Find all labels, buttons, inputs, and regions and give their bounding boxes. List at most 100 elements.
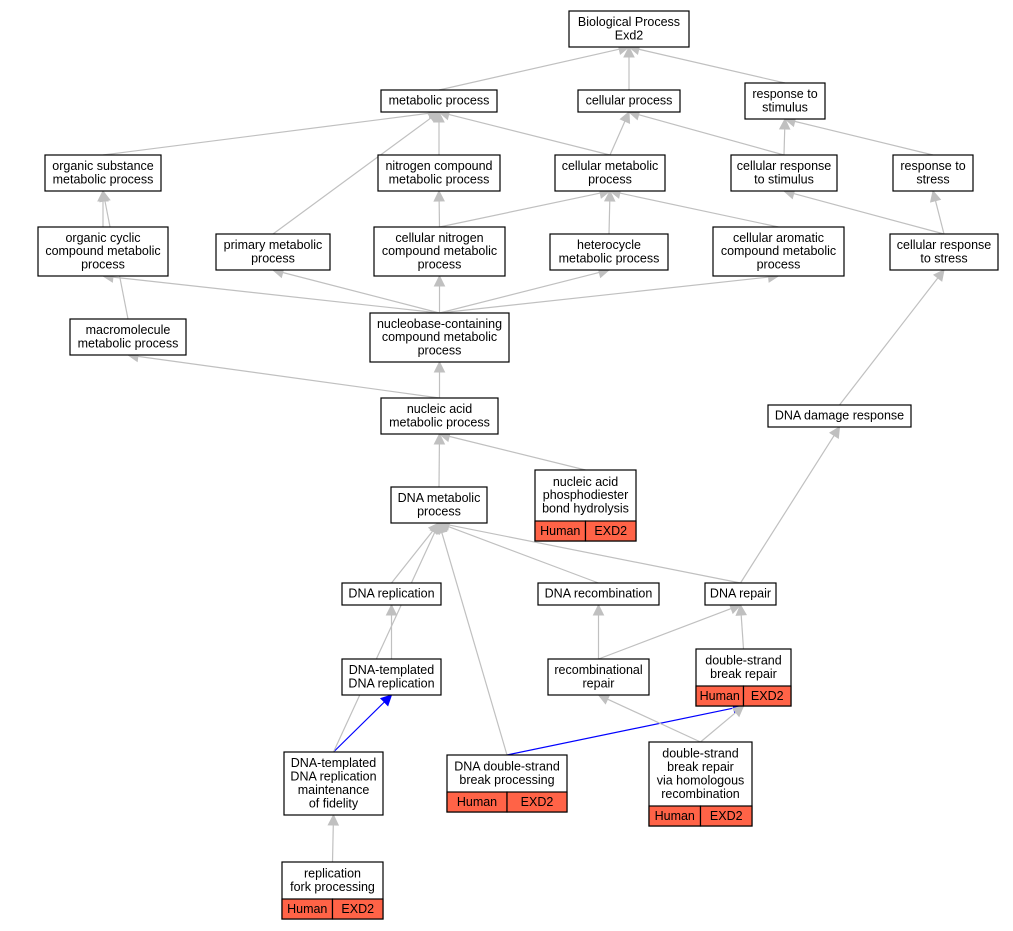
node-label-line: DNA repair	[710, 587, 771, 601]
node-label-line: process	[81, 258, 125, 272]
annotation-gene-cell	[742, 685, 792, 707]
annotation-species-label: Human	[287, 902, 327, 916]
node-label-line: response to	[752, 87, 817, 101]
node-label-line: double-strand	[662, 747, 738, 761]
edge-arrowhead	[623, 45, 635, 58]
node-box	[341, 658, 442, 696]
edge-line	[449, 435, 586, 471]
edge-line	[783, 128, 786, 156]
node-label-line: metabolic process	[389, 94, 490, 108]
edge-line	[448, 113, 611, 156]
node-label-line: metabolic process	[389, 172, 490, 186]
edge-nucleobase-to-organic_cyclic	[101, 271, 440, 314]
edge-dsb_repair-to-dna_repair	[735, 603, 748, 650]
edge-arrowhead	[385, 603, 398, 616]
node-label-line: DNA recombination	[545, 587, 653, 601]
edge-arrowhead	[929, 189, 942, 203]
node-label-line: DNA replication	[348, 676, 434, 690]
node-label-line: Exd2	[615, 28, 644, 42]
edge-arrowhead	[379, 694, 393, 707]
node-dna_recombination[interactable]: DNA recombination	[537, 582, 660, 606]
edge-line	[700, 711, 737, 743]
edge-line	[448, 525, 599, 584]
node-dna_replication[interactable]: DNA replication	[341, 582, 442, 606]
node-label-line: fork processing	[290, 880, 375, 894]
node-cellular[interactable]: cellular process	[577, 89, 681, 113]
edge-arrowhead	[592, 603, 605, 616]
node-label-line: phosphodiester	[543, 488, 628, 502]
node-label-line: process	[588, 172, 632, 186]
node-label-line: cellular nitrogen	[395, 231, 483, 245]
edge-nucleic_acid-to-nucleobase	[433, 360, 446, 398]
node-label-line: metabolic process	[78, 336, 179, 350]
node-box	[537, 582, 660, 606]
node-label-line: nucleobase-containing	[377, 317, 502, 331]
node-label-line: repair	[583, 676, 615, 690]
edge-response_stress-to-response_stimulus	[783, 115, 934, 156]
node-box	[549, 233, 669, 271]
edge-arrowhead	[436, 521, 448, 535]
edge-line	[739, 435, 835, 584]
node-box	[215, 233, 331, 271]
edge-line	[332, 531, 436, 753]
edge-cellular_metabolic-to-cellular	[609, 110, 631, 156]
node-label-line: metabolic process	[559, 251, 660, 265]
node-box	[704, 582, 777, 606]
node-box	[554, 154, 666, 192]
node-label-line: cellular aromatic	[733, 231, 824, 245]
node-label-line: nitrogen compound	[385, 159, 492, 173]
annotation-species-label: Human	[655, 809, 695, 823]
node-metabolic[interactable]: metabolic process	[380, 89, 498, 113]
node-label-line: Biological Process	[578, 15, 680, 29]
edge-dsb_hr-to-dsb_repair	[700, 705, 745, 743]
edge-line	[282, 271, 440, 314]
edge-recombinational_repair-to-dna_recombination	[592, 603, 605, 659]
node-label-line: cellular process	[586, 94, 673, 108]
node-label-line: recombination	[661, 787, 740, 801]
node-box	[577, 89, 681, 113]
annotation-species-label: Human	[540, 524, 580, 538]
edge-arrowhead	[433, 189, 445, 202]
node-label-line: cellular metabolic	[562, 159, 659, 173]
edge-line	[793, 193, 945, 235]
node-label-line: process	[418, 344, 462, 358]
node-box	[341, 582, 442, 606]
node-label-line: heterocycle	[577, 238, 641, 252]
edge-primary_metabolic-to-metabolic	[272, 111, 440, 235]
node-box	[380, 89, 498, 113]
node-dna_repair[interactable]: DNA repair	[704, 582, 777, 606]
node-box	[744, 82, 826, 120]
node-label-line: metabolic process	[389, 415, 490, 429]
edge-nucleobase-to-cellular_aromatic	[439, 271, 780, 314]
node-dna_damage[interactable]: DNA damage response	[767, 404, 912, 428]
annotation-gene-cell	[584, 520, 637, 542]
edge-dsb_processing-to-dna_metabolic	[436, 521, 508, 756]
annotation-gene-label: EXD2	[594, 524, 627, 538]
